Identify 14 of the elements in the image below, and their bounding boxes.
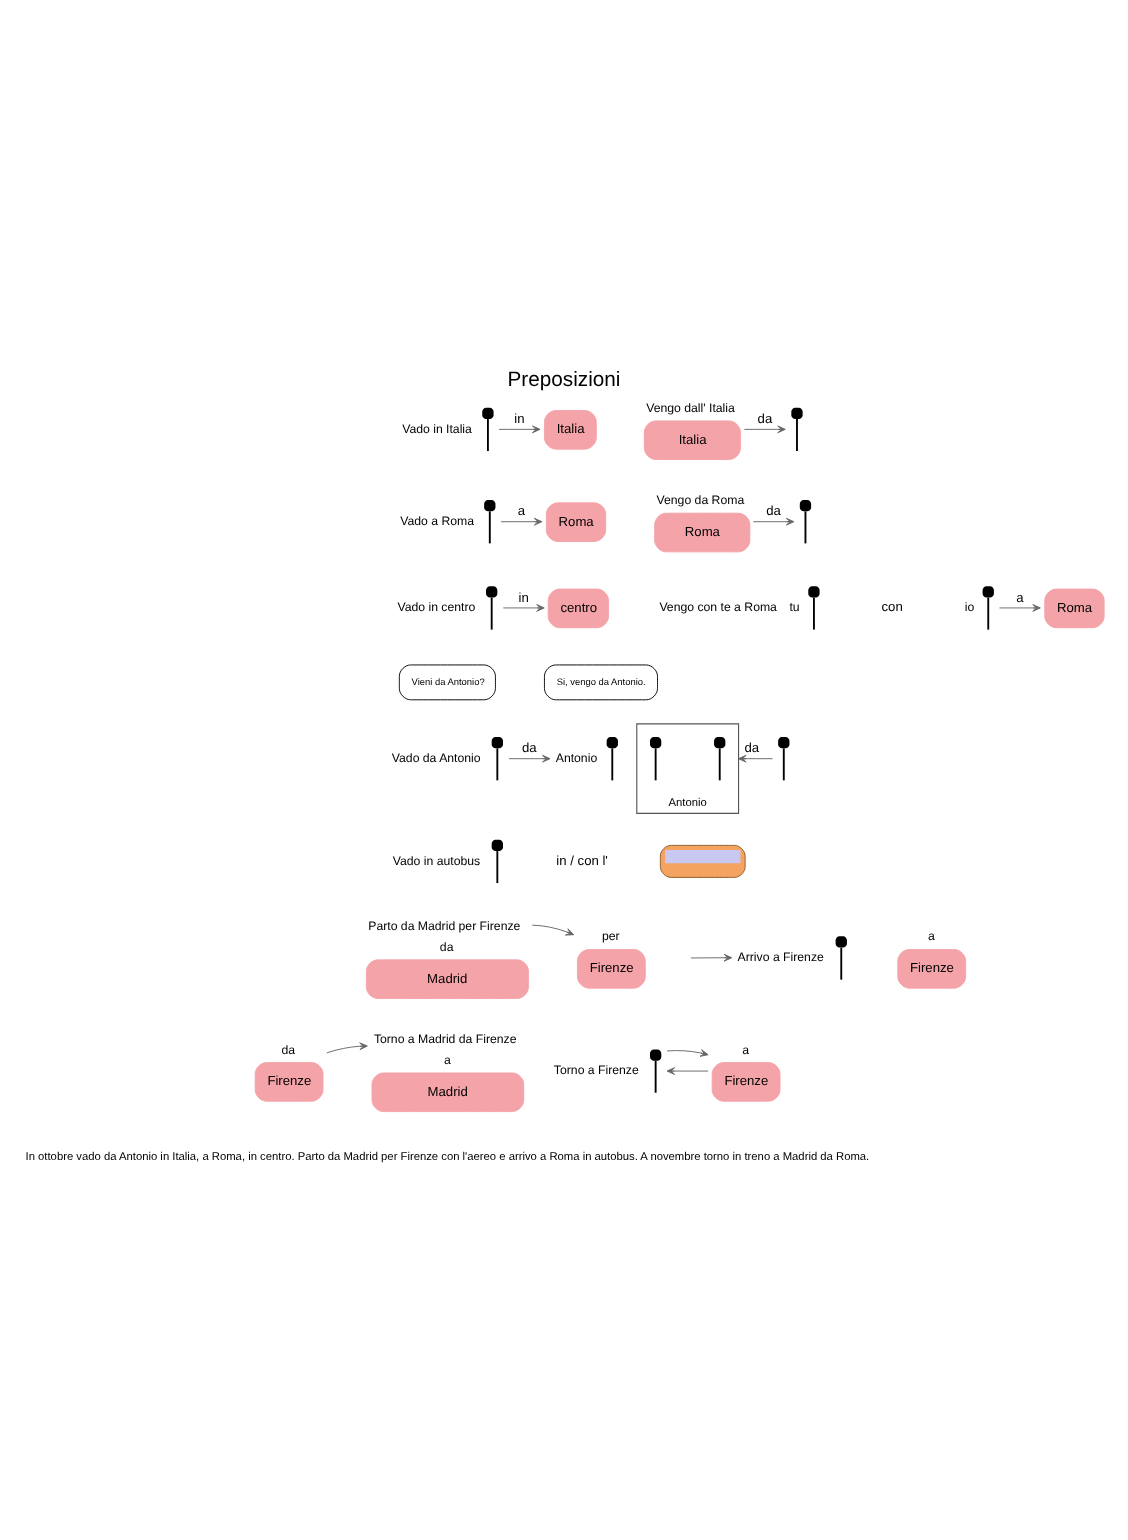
diagram-title: Preposizioni — [507, 370, 621, 393]
arrow — [743, 425, 786, 434]
arrow — [531, 924, 575, 936]
arrow — [508, 754, 551, 763]
arrow — [498, 425, 541, 434]
arrow — [666, 1067, 709, 1075]
arrow — [999, 604, 1041, 612]
arrow — [738, 754, 773, 763]
cluster — [636, 723, 740, 814]
arrow — [752, 517, 795, 526]
arrow — [502, 604, 545, 612]
arrow — [326, 1042, 368, 1054]
arrow — [500, 517, 543, 526]
arrow — [666, 1049, 709, 1057]
